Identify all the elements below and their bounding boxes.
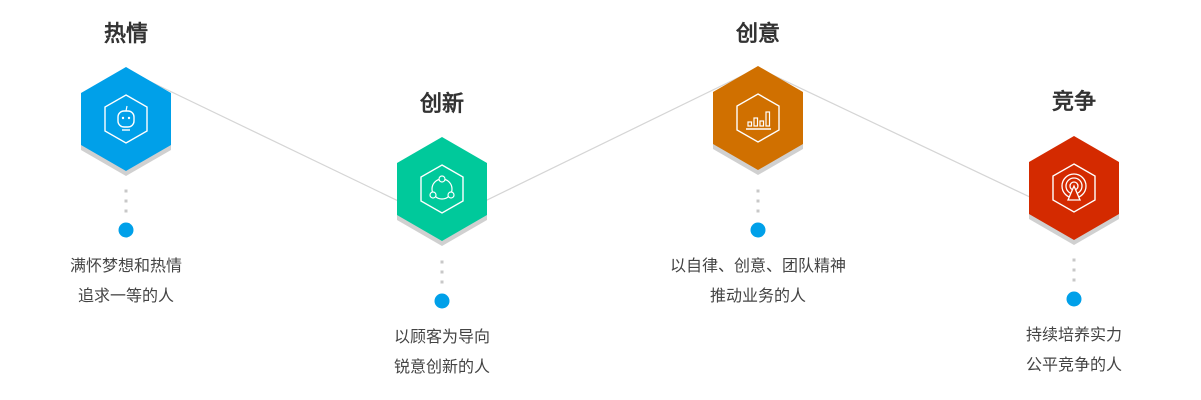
- title-creativity: 创意: [735, 22, 780, 47]
- dotted-connector: [1072, 268, 1076, 272]
- desc-line: 推动业务的人: [709, 286, 806, 305]
- title-passion: 热情: [103, 22, 148, 47]
- desc-line: 以顾客为导向: [393, 327, 490, 346]
- marker-dot: [750, 222, 766, 238]
- hexagon-fill: [397, 137, 487, 241]
- title-innovation: 创新: [419, 92, 464, 117]
- dotted-connector: [756, 199, 760, 203]
- bar-chart-icon: [746, 111, 771, 130]
- dotted-connector: [440, 280, 444, 284]
- desc-line: 追求一等的人: [77, 286, 174, 305]
- hexagon-outline: [1052, 163, 1096, 213]
- robot-icon: [117, 105, 135, 131]
- hexagon-2: [713, 66, 803, 175]
- share-nodes-icon: [429, 175, 455, 200]
- signal-tower-icon: [1061, 173, 1087, 201]
- hexagon-3: [1029, 136, 1119, 245]
- dotted-connector: [440, 260, 444, 264]
- desc-line: 持续培养实力: [1025, 325, 1122, 344]
- dotted-connector: [124, 199, 128, 203]
- hexagon-0: [81, 67, 171, 176]
- dotted-connector: [1072, 258, 1076, 262]
- desc-creativity: 以自律、创意、团队精神推动业务的人: [628, 251, 888, 311]
- desc-passion: 满怀梦想和热情追求一等的人: [0, 251, 256, 311]
- desc-line: 满怀梦想和热情: [69, 256, 182, 275]
- hexagon-outline: [104, 94, 148, 144]
- marker-dot: [118, 222, 134, 238]
- hexagon-fill: [81, 67, 171, 171]
- connector-line: [125, 67, 1075, 223]
- dotted-connector: [1072, 278, 1076, 282]
- desc-competition: 持续培养实力公平竞争的人: [944, 320, 1201, 380]
- dotted-connector: [124, 189, 128, 193]
- desc-line: 以自律、创意、团队精神: [669, 256, 846, 275]
- hexagon-outline: [736, 93, 780, 143]
- hexagon-1: [397, 137, 487, 246]
- desc-line: 公平竞争的人: [1025, 355, 1122, 374]
- marker-dot: [434, 293, 450, 309]
- dotted-connector: [440, 270, 444, 274]
- desc-innovation: 以顾客为导向锐意创新的人: [312, 322, 572, 382]
- hexagon-outline: [420, 164, 464, 214]
- marker-dot: [1066, 291, 1082, 307]
- dotted-connector: [756, 189, 760, 193]
- desc-line: 锐意创新的人: [393, 357, 490, 376]
- dotted-connector: [124, 209, 128, 213]
- dotted-connector: [756, 209, 760, 213]
- title-competition: 竞争: [1051, 90, 1096, 115]
